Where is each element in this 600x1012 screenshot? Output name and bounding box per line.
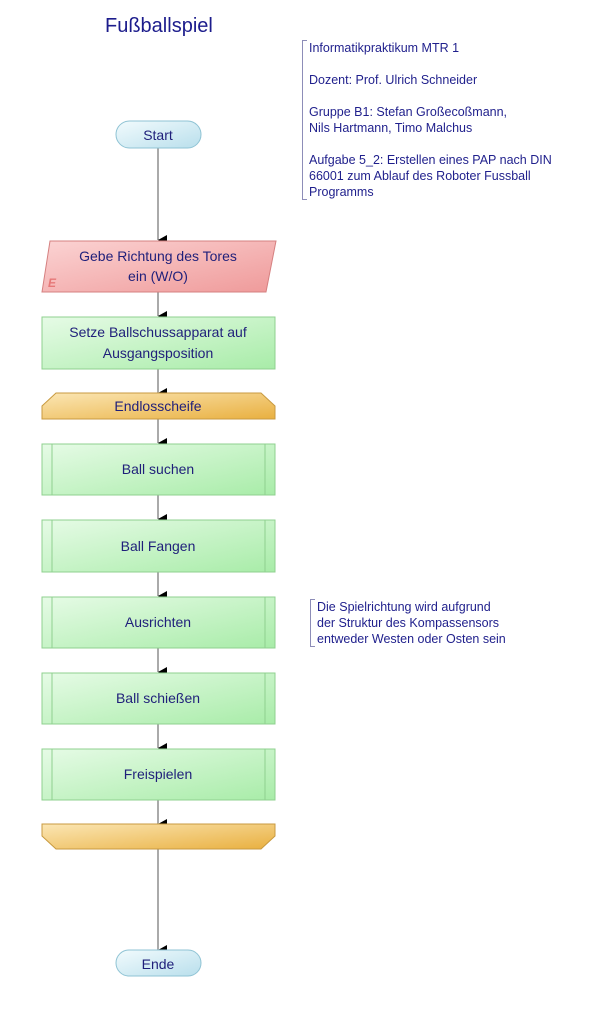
step-label: Ball Fangen	[121, 538, 196, 554]
annotation-bracket	[302, 40, 307, 200]
init-process-node[interactable]: Setze Ballschussapparat auf Ausgangsposi…	[41, 316, 276, 370]
direction-annotation: Die Spielrichtung wird aufgrund der Stru…	[310, 599, 506, 647]
step-ausrichten[interactable]: Ausrichten	[41, 596, 276, 649]
end-terminal[interactable]: Ende	[115, 949, 202, 977]
init-label-line1: Setze Ballschussapparat auf	[69, 324, 247, 340]
header-annotation: Informatikpraktikum MTR 1 Dozent: Prof. …	[302, 40, 552, 200]
note-line: Dozent: Prof. Ulrich Schneider	[309, 73, 478, 87]
input-label-line2: ein (W/O)	[128, 268, 188, 284]
step-label: Ball schießen	[116, 690, 200, 706]
note-line: entweder Westen oder Osten sein	[317, 632, 506, 646]
diagram-title: Fußballspiel	[105, 15, 213, 37]
note-line: Aufgabe 5_2: Erstellen eines PAP nach DI…	[309, 153, 552, 167]
note-line: Programms	[309, 185, 374, 199]
start-label: Start	[143, 127, 173, 143]
loop-start-node[interactable]: Endlosscheife	[41, 392, 276, 420]
start-terminal[interactable]: Start	[115, 120, 202, 149]
note-line: 66001 zum Ablauf des Roboter Fussball	[309, 169, 531, 183]
init-label-line2: Ausgangsposition	[103, 345, 214, 361]
step-label: Ausrichten	[125, 614, 191, 630]
note-group: Gruppe B1: Stefan Großecoßmann, Nils Hart…	[309, 104, 552, 136]
annotation-bracket	[310, 599, 315, 647]
step-label: Ball suchen	[122, 461, 194, 477]
step-ball-fangen[interactable]: Ball Fangen	[41, 519, 276, 573]
input-label-line1: Gebe Richtung des Tores	[79, 248, 237, 264]
step-label: Freispielen	[124, 766, 192, 782]
note-lecturer: Dozent: Prof. Ulrich Schneider	[309, 72, 552, 88]
note-task: Aufgabe 5_2: Erstellen eines PAP nach DI…	[309, 152, 552, 200]
note-line: Informatikpraktikum MTR 1	[309, 41, 460, 55]
loop-start-label: Endlosscheife	[114, 398, 201, 414]
step-ball-schiessen[interactable]: Ball schießen	[41, 672, 276, 725]
input-direction-node[interactable]: Gebe Richtung des Tores ein (W/O) E	[41, 240, 277, 293]
loop-end-node[interactable]	[41, 823, 276, 850]
end-label: Ende	[142, 956, 175, 972]
step-ball-suchen[interactable]: Ball suchen	[41, 443, 276, 496]
note-line: der Struktur des Kompassensors	[317, 616, 500, 630]
step-freispielen[interactable]: Freispielen	[41, 748, 276, 801]
note-line: Nils Hartmann, Timo Malchus	[309, 121, 473, 135]
note-line: Die Spielrichtung wird aufgrund	[317, 600, 491, 614]
input-marker-e: E	[48, 276, 57, 290]
note-line: Gruppe B1: Stefan Großecoßmann,	[309, 105, 508, 119]
note-course: Informatikpraktikum MTR 1	[309, 40, 552, 56]
